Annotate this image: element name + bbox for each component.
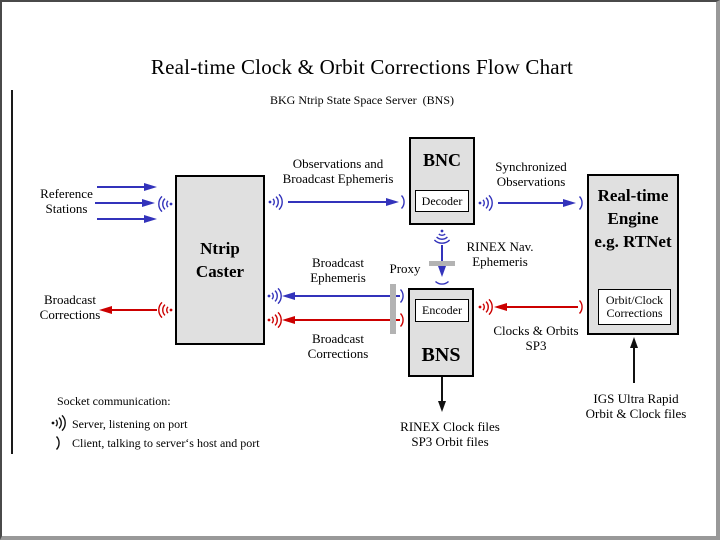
ref-arrow-3-head	[144, 215, 157, 223]
broadcast-ephemeris-mid-label: Broadcast Ephemeris	[310, 255, 366, 285]
orbit-clock-label-line1: Orbit/Clock	[605, 293, 664, 307]
bns-output-head	[438, 401, 446, 412]
reference-stations-label: Reference Stations	[40, 186, 93, 216]
synchronized-head	[563, 199, 576, 207]
bnc-box: BNC Decoder	[409, 137, 475, 225]
ref-arrow-2-line	[95, 202, 142, 204]
observations-head	[386, 198, 399, 206]
client-socket-icon	[578, 193, 586, 213]
server-socket-icon	[267, 310, 283, 330]
proxy-bar-vertical	[390, 284, 396, 334]
igs-input-head	[630, 337, 638, 348]
clocks-orbits-head	[494, 303, 507, 311]
legend-server-text: Server, listening on port	[72, 417, 188, 431]
server-socket-icon	[478, 297, 494, 317]
broadcast-corrections-mid-line	[295, 319, 400, 321]
orbit-clock-corrections-box: Orbit/Clock Corrections	[598, 289, 671, 325]
client-socket-icon	[399, 286, 407, 306]
client-socket-icon	[400, 192, 408, 212]
server-socket-icon	[157, 300, 173, 320]
server-socket-icon	[432, 229, 452, 245]
rte-label-line1: Real-time	[597, 186, 669, 205]
client-socket-icon	[432, 280, 452, 288]
rte-label-line2: Engine	[607, 209, 659, 228]
clocks-orbits-sp3-label: Clocks & Orbits SP3	[493, 323, 579, 353]
broadcast-corrections-left-line	[112, 309, 157, 311]
rte-label-line3: e.g. RTNet	[594, 232, 672, 251]
realtime-engine-box: Real-time Engine e.g. RTNet Orbit/Clock …	[587, 174, 679, 335]
synchronized-observations-label: Synchronized Observations	[495, 159, 567, 189]
igs-ultra-rapid-label: IGS Ultra Rapid Orbit & Clock files	[585, 391, 687, 421]
observations-line	[288, 201, 386, 203]
bns-title: BNS	[421, 344, 461, 366]
bns-box: Encoder BNS	[408, 288, 474, 377]
ntrip-caster-box: Ntrip Caster	[175, 175, 265, 345]
legend-client-text: Client, talking to server‘s host and por…	[72, 436, 260, 450]
igs-input-line	[633, 347, 635, 383]
synchronized-line	[498, 202, 563, 204]
ref-arrow-2-head	[142, 199, 155, 207]
page-title: Real-time Clock & Orbit Corrections Flow…	[150, 55, 574, 79]
ref-arrow-3-line	[97, 218, 144, 220]
ref-arrow-1-line	[97, 186, 144, 188]
ref-arrow-1-head	[144, 183, 157, 191]
server-socket-icon	[478, 193, 494, 213]
observations-ephemeris-label: Observations and Broadcast Ephemeris	[282, 156, 394, 186]
client-socket-icon	[578, 297, 586, 317]
bnc-title: BNC	[422, 150, 461, 170]
broadcast-corrections-mid-label: Broadcast Corrections	[307, 331, 369, 361]
server-socket-icon	[268, 192, 284, 212]
legend-heading: Socket communication:	[57, 394, 171, 408]
decoder-label: Decoder	[421, 193, 463, 208]
decoder-box: Decoder	[415, 190, 469, 212]
rinex-nav-ephemeris-label: RINEX Nav. Ephemeris	[466, 239, 534, 269]
page-subtitle: BKG Ntrip State Space Server (BNS)	[270, 93, 454, 107]
bns-output-line	[441, 377, 443, 403]
client-socket-icon	[55, 433, 63, 453]
encoder-label: Encoder	[422, 303, 462, 317]
broadcast-corrections-mid-head	[282, 316, 295, 324]
left-border-line	[11, 90, 13, 454]
server-socket-icon	[157, 194, 173, 214]
ntrip-caster-label-line1: Ntrip	[200, 239, 240, 258]
clocks-orbits-line	[507, 306, 578, 308]
client-socket-icon	[399, 310, 407, 330]
rinex-clock-files-label: RINEX Clock files SP3 Orbit files	[400, 419, 500, 449]
bnc-bns-head	[438, 266, 446, 277]
broadcast-ephemeris-head	[282, 292, 295, 300]
broadcast-ephemeris-line	[295, 295, 400, 297]
server-socket-icon	[267, 286, 283, 306]
broadcast-corrections-left-label: Broadcast Corrections	[39, 292, 101, 322]
broadcast-corrections-left-head	[99, 306, 112, 314]
bnc-bns-line	[441, 245, 443, 268]
ntrip-caster-label-line2: Caster	[195, 262, 245, 281]
orbit-clock-label-line2: Corrections	[606, 306, 663, 320]
proxy-label: Proxy	[389, 261, 421, 276]
server-socket-icon	[51, 413, 67, 433]
encoder-box: Encoder	[415, 299, 469, 322]
proxy-bar-horizontal	[429, 261, 455, 266]
